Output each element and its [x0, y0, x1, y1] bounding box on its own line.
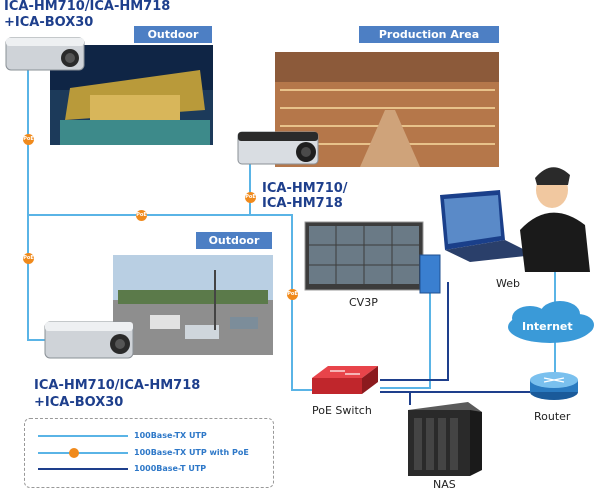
legend-item-100base-tx-poe: 100Base-TX UTP with PoE [134, 448, 249, 457]
poe-badge-horizontal: PoE [136, 210, 147, 221]
camera-label-top-left-line1: ICA-HM710/ICA-HM718 [4, 0, 171, 14]
nas-label: NAS [433, 478, 456, 491]
gigabit-lines [380, 282, 530, 405]
link-switch-cv3p [380, 280, 431, 389]
router-label: Router [534, 410, 571, 423]
legend-box [24, 418, 274, 488]
poe-badge-left-top: PoE [23, 134, 34, 145]
poe-switch-icon [312, 366, 378, 394]
legend-lines [38, 435, 128, 470]
camera-label-mid-line1: ICA-HM710/ [262, 181, 348, 196]
internet-label: Internet [522, 320, 573, 333]
link-switch-pc [380, 282, 449, 381]
web-user-icon [440, 167, 590, 272]
nas-icon [408, 402, 482, 476]
banner-outdoor-mid: Outdoor [196, 232, 272, 249]
poe-badge-left-bottom: PoE [23, 253, 34, 264]
camera-label-bottom-line2: +ICA-BOX30 [34, 395, 124, 410]
camera-housing-bottom-icon [44, 321, 134, 359]
poe-switch-label: PoE Switch [312, 404, 372, 417]
camera-label-top-left-line2: +ICA-BOX30 [4, 15, 94, 30]
camera-housing-top-icon [5, 37, 85, 71]
router-icon [530, 372, 578, 400]
street-photo [113, 255, 273, 355]
poe-badge-switch: PoE [287, 289, 298, 300]
banner-production-area: Production Area [359, 26, 499, 43]
camera-label-bottom-line1: ICA-HM710/ICA-HM718 [34, 378, 201, 393]
legend-item-100base-tx: 100Base-TX UTP [134, 431, 207, 440]
legend-item-1000base-t: 1000Base-T UTP [134, 464, 207, 473]
cv3p-monitor-icon [304, 221, 441, 294]
link-to-switch [250, 214, 312, 391]
box-camera-icon [237, 131, 319, 165]
banner-outdoor-top: Outdoor [134, 26, 212, 43]
internet-cloud-icon [508, 301, 594, 343]
cv3p-label: CV3P [349, 296, 378, 309]
camera-label-mid-line2: ICA-HM718 [262, 196, 343, 211]
link-left-trunk [27, 60, 50, 341]
poe-badge-mid-camera: PoE [245, 192, 256, 203]
web-label: Web [496, 277, 520, 290]
